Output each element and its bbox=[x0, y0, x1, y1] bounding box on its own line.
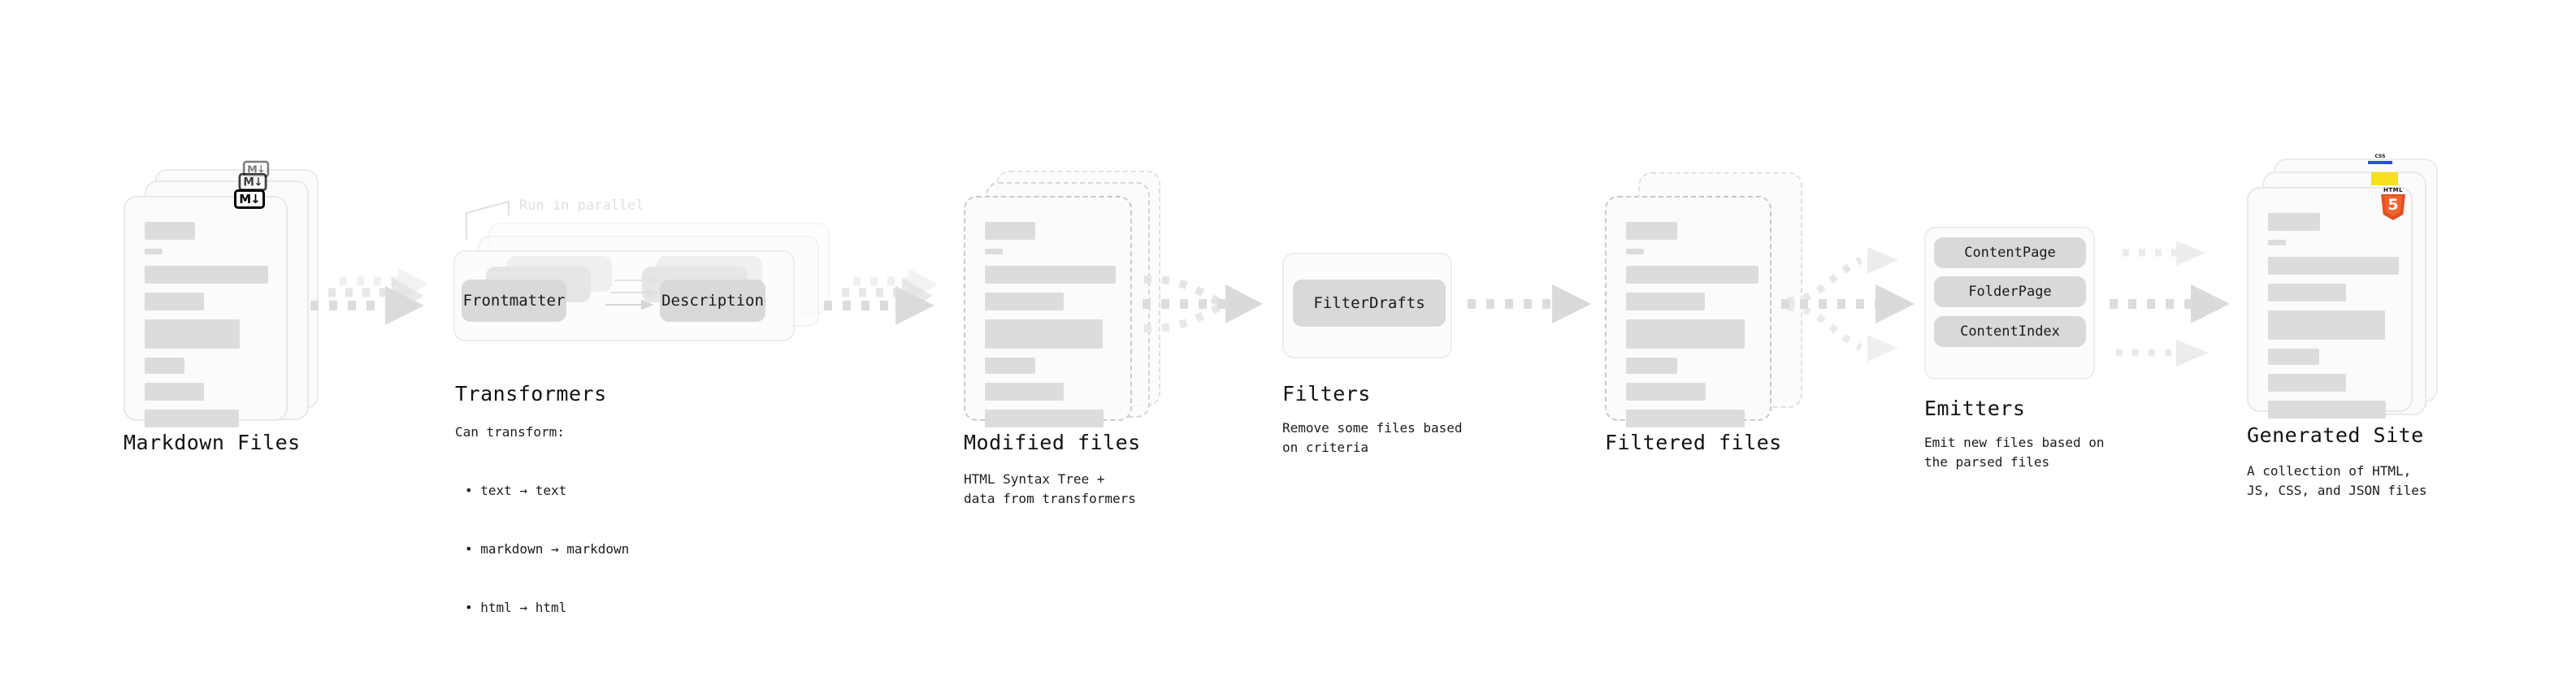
js-badge bbox=[2371, 172, 2398, 185]
placeholder-line bbox=[145, 266, 268, 284]
placeholder-line bbox=[985, 319, 1103, 349]
emitter-chip-folderpage[interactable]: FolderPage bbox=[1934, 276, 2086, 307]
placeholder-line bbox=[1626, 266, 1759, 284]
placeholder-line bbox=[985, 266, 1116, 284]
transformer-chip-frontmatter[interactable]: Frontmatter bbox=[462, 280, 566, 322]
placeholder-line bbox=[1626, 293, 1705, 310]
stage-title-modified-files: Modified files bbox=[964, 431, 1141, 454]
placeholder-line bbox=[145, 222, 195, 240]
html5-shield-shape: 5 bbox=[2381, 194, 2405, 220]
html5-icon: HTML 5 bbox=[2379, 187, 2407, 220]
arrow-markdown-to-transformers bbox=[310, 268, 429, 325]
placeholder-line bbox=[145, 410, 239, 427]
placeholder-line bbox=[2268, 310, 2385, 340]
transformers-bullet-list: • text → text • markdown → markdown • ht… bbox=[465, 442, 629, 657]
arrow-filters-to-filtered bbox=[1468, 284, 1591, 323]
placeholder-line bbox=[1626, 222, 1677, 240]
markdown-file-card-front bbox=[124, 196, 288, 427]
markdown-badge-front: M↓ bbox=[234, 189, 265, 209]
html5-shield-inner bbox=[2384, 196, 2402, 216]
placeholder-line bbox=[1626, 319, 1745, 349]
placeholder-line bbox=[985, 410, 1104, 427]
transformers-bullet: • html → html bbox=[465, 600, 567, 615]
stage-desc-transformers: Can transform: bbox=[455, 424, 565, 440]
placeholder-line bbox=[2268, 349, 2319, 365]
arrow-transformers-to-modified bbox=[824, 268, 938, 325]
stage-title-filtered-files: Filtered files bbox=[1605, 431, 1782, 454]
placeholder-line bbox=[2268, 284, 2346, 301]
placeholder-line bbox=[145, 319, 240, 349]
placeholder-lines bbox=[985, 222, 1116, 436]
stage-title-markdown-files: Markdown Files bbox=[124, 431, 301, 454]
placeholder-line bbox=[985, 293, 1064, 310]
transformers-bullet: • markdown → markdown bbox=[465, 541, 630, 557]
modified-file-card-front bbox=[964, 196, 1132, 427]
placeholder-lines bbox=[1626, 222, 1759, 436]
transformer-chip-description[interactable]: Description bbox=[660, 280, 765, 322]
transformers-bullet: • text → text bbox=[465, 483, 567, 498]
placeholder-line bbox=[145, 383, 204, 401]
stage-title-generated-site: Generated Site bbox=[2247, 423, 2424, 447]
stage-desc-filters: Remove some files based on criteria bbox=[1282, 420, 1463, 455]
css-badge: CSS bbox=[2368, 154, 2392, 165]
css-badge-bar bbox=[2368, 161, 2392, 164]
placeholder-line bbox=[2268, 240, 2286, 245]
css-badge-label: CSS bbox=[2374, 154, 2386, 159]
stage-title-transformers-main: Transformers bbox=[455, 382, 607, 406]
emitter-chip-contentindex[interactable]: ContentIndex bbox=[1934, 316, 2086, 347]
arrow-emitters-to-site bbox=[2110, 241, 2230, 367]
emitter-chip-contentpage[interactable]: ContentPage bbox=[1934, 237, 2086, 268]
placeholder-line bbox=[2268, 213, 2320, 231]
placeholder-line bbox=[2268, 257, 2399, 275]
placeholder-line bbox=[1626, 358, 1677, 374]
placeholder-line bbox=[985, 222, 1035, 240]
stage-title-emitters: Emitters bbox=[1924, 397, 2026, 420]
stage-desc-emitters: Emit new files based on the parsed files bbox=[1924, 435, 2105, 470]
placeholder-line bbox=[985, 358, 1035, 374]
stage-desc-modified-files: HTML Syntax Tree + data from transformer… bbox=[964, 471, 1136, 506]
run-in-parallel-label: Run in parallel bbox=[519, 197, 644, 214]
placeholder-line bbox=[145, 293, 204, 310]
placeholder-line bbox=[145, 249, 163, 254]
placeholder-line bbox=[145, 358, 184, 374]
html5-wordmark: HTML bbox=[2383, 187, 2404, 193]
placeholder-line bbox=[2268, 401, 2386, 419]
placeholder-line bbox=[2268, 374, 2346, 392]
stage-title-filters: Filters bbox=[1282, 382, 1371, 406]
placeholder-line bbox=[1626, 249, 1644, 254]
placeholder-line bbox=[1626, 410, 1745, 427]
placeholder-lines bbox=[2268, 213, 2399, 427]
placeholder-line bbox=[985, 383, 1064, 401]
placeholder-line bbox=[1626, 383, 1706, 401]
html5-version-number: 5 bbox=[2387, 196, 2399, 214]
site-file-card-front bbox=[2247, 187, 2413, 419]
placeholder-lines bbox=[145, 222, 268, 436]
filtered-file-card-front bbox=[1605, 196, 1772, 427]
markdown-badge-mid: M↓ bbox=[238, 172, 267, 192]
arrow-modified-to-filters bbox=[1143, 275, 1263, 333]
filter-chip-filterdrafts[interactable]: FilterDrafts bbox=[1293, 280, 1446, 327]
stage-desc-generated-site: A collection of HTML, JS, CSS, and JSON … bbox=[2247, 463, 2427, 498]
placeholder-line bbox=[985, 249, 1003, 254]
